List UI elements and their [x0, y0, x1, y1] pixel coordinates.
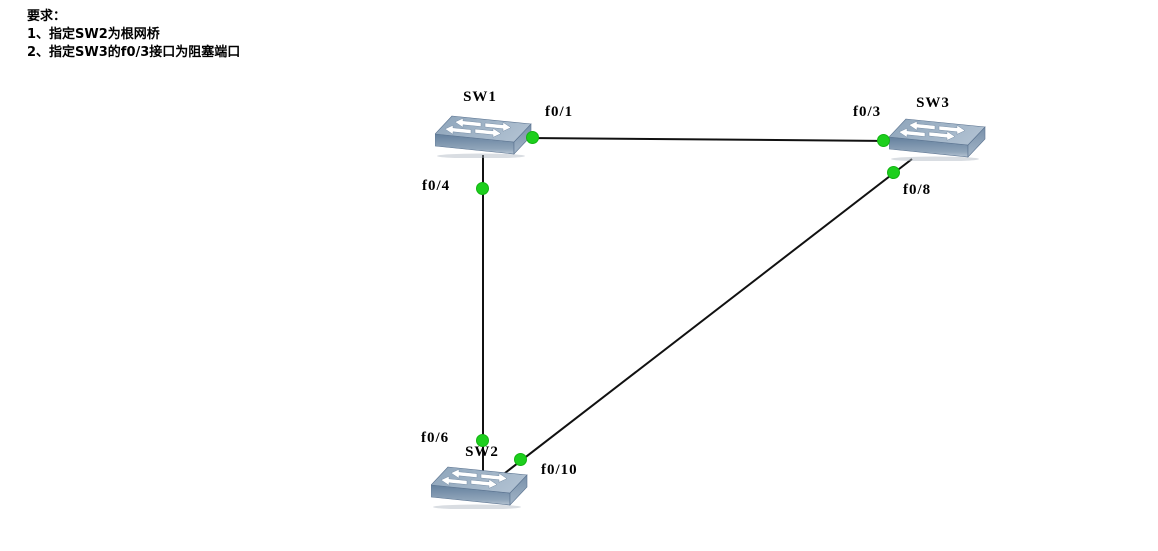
- port-label-f0-3: f0/3: [853, 104, 882, 120]
- port-label-f0-10: f0/10: [541, 462, 578, 478]
- requirement-item: 2、指定SW3的f0/3接口为阻塞端口: [27, 45, 241, 60]
- port-status-dot-f0-4: [476, 182, 489, 195]
- device-label-sw1: SW1: [463, 89, 497, 105]
- port-status-dot-f0-3: [877, 134, 890, 147]
- requirement-item: 1、指定SW2为根网桥: [27, 27, 160, 42]
- port-status-dot-f0-1: [526, 131, 539, 144]
- device-label-sw2: SW2: [465, 444, 499, 460]
- device-label-sw3: SW3: [916, 95, 950, 111]
- requirements-note: 要求： 1、指定SW2为根网桥 2、指定SW3的f0/3接口为阻塞端口: [27, 8, 240, 62]
- port-status-dot-f0-10: [514, 453, 527, 466]
- switch-icon-sw2[interactable]: [431, 466, 528, 509]
- switch-icon-sw1[interactable]: [435, 115, 532, 158]
- port-status-dot-f0-6: [476, 434, 489, 447]
- port-label-f0-4: f0/4: [422, 178, 451, 194]
- link-sw3-sw2: [504, 158, 913, 474]
- port-label-f0-1: f0/1: [545, 104, 574, 120]
- link-sw1-sw3: [526, 137, 894, 142]
- switch-icon-sw3[interactable]: [889, 118, 986, 161]
- port-label-f0-6: f0/6: [421, 430, 450, 446]
- requirements-title: 要求：: [27, 9, 67, 24]
- port-label-f0-8: f0/8: [903, 182, 932, 198]
- port-status-dot-f0-8: [887, 166, 900, 179]
